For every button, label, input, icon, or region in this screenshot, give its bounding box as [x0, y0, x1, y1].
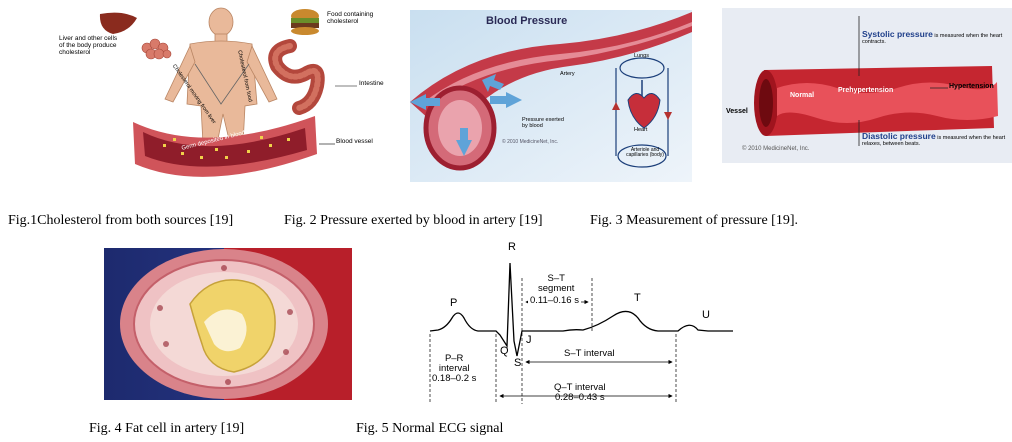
ecg-diagram — [429, 262, 733, 404]
ecg-guides — [429, 278, 677, 404]
ecg-st-segment-line2: segment — [538, 282, 575, 294]
fig3-normal: Normal — [790, 92, 815, 99]
figure-4-illustration — [104, 248, 352, 400]
fig1-caption: Fig.1Cholesterol from both sources [19] — [8, 213, 234, 228]
ecg-label-r: R — [508, 241, 516, 253]
figure-3-illustration — [754, 16, 998, 146]
fig1-label-liver: Liver and other cells of the body produc… — [59, 35, 118, 56]
ecg-label-q: Q — [500, 345, 509, 357]
figure-5: R P T U Q S J S–T segment 0.11–0.16 s P–… — [408, 238, 744, 408]
ecg-pr-label: P–R interval 0.18–0.2 s — [432, 354, 476, 384]
ecg-label-j: J — [526, 334, 532, 346]
ecg-label-s: S — [514, 357, 522, 369]
heart-icon — [627, 93, 661, 129]
liver-icon — [99, 12, 137, 34]
fig3-copyright: © 2010 MedicineNet, Inc. — [742, 146, 810, 152]
figure-4 — [104, 248, 352, 400]
fig3-systolic-rest: is measured when the heart contracts. — [862, 33, 1003, 45]
ecg-st-segment-duration: 0.11–0.16 s — [528, 295, 581, 306]
fig5-caption: Fig. 5 Normal ECG signal — [356, 421, 504, 436]
fig2-label-capillaries: Arteriole and capillaries (body) — [626, 147, 664, 159]
human-body-icon — [164, 7, 278, 145]
fig2-label-lungs: Lungs — [634, 53, 649, 59]
fig1-label-food: Food containing cholesterol — [327, 11, 374, 25]
ecg-st-segment-label: S–T segment — [538, 274, 574, 294]
fig2-label-heart: Heart — [634, 127, 648, 133]
fig3-hypertension: Hypertension — [949, 83, 994, 90]
burger-icon — [291, 9, 319, 35]
fig3-systolic: Systolic pressure is measured when the h… — [862, 30, 1012, 46]
fig2-label-pressure: Pressure exerted by blood — [522, 117, 564, 129]
figure-2: Blood Pressure Artery Lungs Heart Pressu… — [410, 10, 692, 182]
fig3-caption: Fig. 3 Measurement of pressure [19]. — [590, 213, 799, 228]
fig2-copyright: © 2010 MedicineNet, Inc. — [502, 139, 559, 145]
ecg-label-p: P — [450, 297, 458, 309]
ecg-pr-line3: 0.18–0.2 s — [432, 372, 477, 384]
fig1-label-vessel: Blood vessel — [336, 138, 373, 145]
figure-1: Liver and other cells of the body produc… — [55, 4, 390, 190]
ecg-pr-line1: P–R — [444, 353, 464, 364]
fig3-diastolic-bold: Diastolic pressure — [862, 131, 936, 141]
ecg-qt-label: Q–T interval 0.28–0.43 s — [554, 383, 606, 403]
ecg-st-segment-line1: S–T — [547, 273, 565, 284]
figure-3: Systolic pressure is measured when the h… — [722, 8, 1012, 163]
ecg-qt-line2: 0.28–0.43 s — [554, 391, 605, 403]
fig3-prehypertension: Prehypertension — [838, 87, 894, 94]
fig3-vessel: Vessel — [726, 108, 748, 115]
ecg-pr-line2: interval — [438, 362, 470, 374]
fig3-diastolic-rest: is measured when the heart relaxes, betw… — [862, 135, 1006, 147]
artery-tube-icon — [410, 12, 692, 138]
fig3-diastolic: Diastolic pressure is measured when the … — [862, 132, 1012, 148]
fig2-caption: Fig. 2 Pressure exerted by blood in arte… — [284, 213, 543, 228]
pressure-arrows-icon — [410, 74, 522, 156]
figure-1-illustration — [99, 7, 357, 177]
fig4-caption: Fig. 4 Fat cell in artery [19] — [89, 421, 245, 436]
fig3-systolic-bold: Systolic pressure — [862, 29, 933, 39]
fig2-title: Blood Pressure — [486, 15, 568, 27]
ecg-st-interval-label: S–T interval — [564, 348, 615, 359]
ecg-qt-line1: Q–T interval — [554, 382, 606, 393]
ecg-trace — [429, 262, 733, 357]
fat-cells-icon — [141, 38, 172, 60]
ecg-label-u: U — [702, 309, 710, 321]
figure-2-illustration — [410, 10, 692, 182]
pressure-wave-icon — [777, 82, 998, 123]
ecg-label-t: T — [634, 292, 641, 304]
fig2-label-artery: Artery — [560, 71, 575, 77]
fig1-label-intestine: Intestine — [359, 80, 384, 87]
